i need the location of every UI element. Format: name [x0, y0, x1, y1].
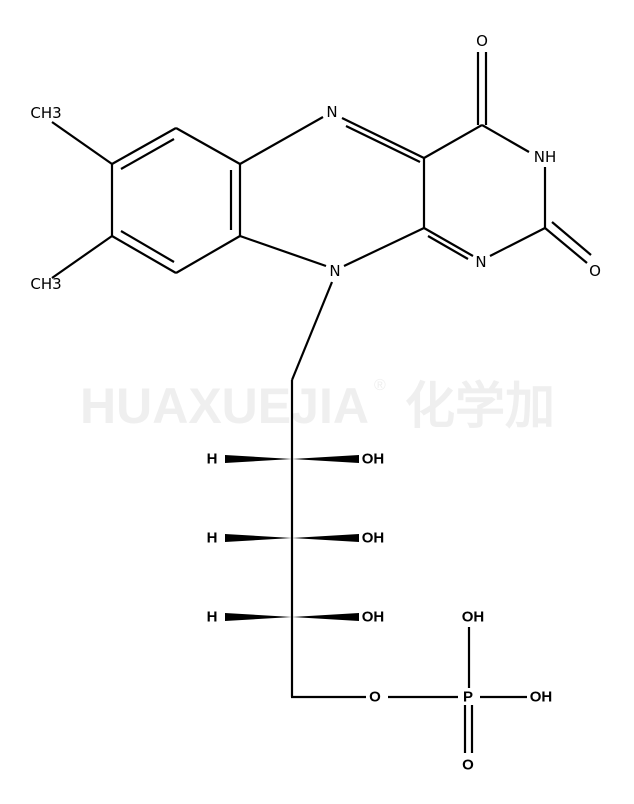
atom-oh-2p: OH	[362, 451, 385, 468]
atom-labels: CH3 CH3 N N O NH N O H OH H OH H OH O P …	[30, 32, 601, 774]
atom-oh-4p: OH	[362, 609, 385, 626]
atom-phosphorus: P	[463, 689, 473, 706]
atom-nh3: NH	[534, 148, 557, 166]
bonds	[51, 52, 592, 753]
atom-ch3-top: CH3	[30, 104, 61, 122]
atom-o4: O	[476, 32, 488, 50]
watermark-chinese: 化学加	[405, 378, 555, 434]
watermark: HUAXUEJIA ® 化学加	[80, 377, 555, 434]
atom-p-oh-top: OH	[462, 609, 485, 626]
atom-o2: O	[589, 262, 601, 280]
atom-h-2p: H	[207, 451, 218, 468]
atom-ch3-bottom: CH3	[30, 275, 61, 293]
watermark-brand: HUAXUEJIA	[80, 378, 369, 434]
atom-p-o-double: O	[462, 757, 474, 774]
atom-p-oh-right: OH	[530, 689, 553, 706]
atom-n1: N	[475, 253, 486, 271]
atom-n5: N	[326, 103, 337, 121]
atom-h-4p: H	[207, 609, 218, 626]
watermark-registered: ®	[374, 377, 386, 394]
stereo-wedges	[225, 455, 359, 621]
atom-o-ester: O	[369, 689, 381, 706]
atom-h-3p: H	[207, 530, 218, 547]
atom-oh-3p: OH	[362, 530, 385, 547]
atom-n10: N	[329, 262, 340, 280]
